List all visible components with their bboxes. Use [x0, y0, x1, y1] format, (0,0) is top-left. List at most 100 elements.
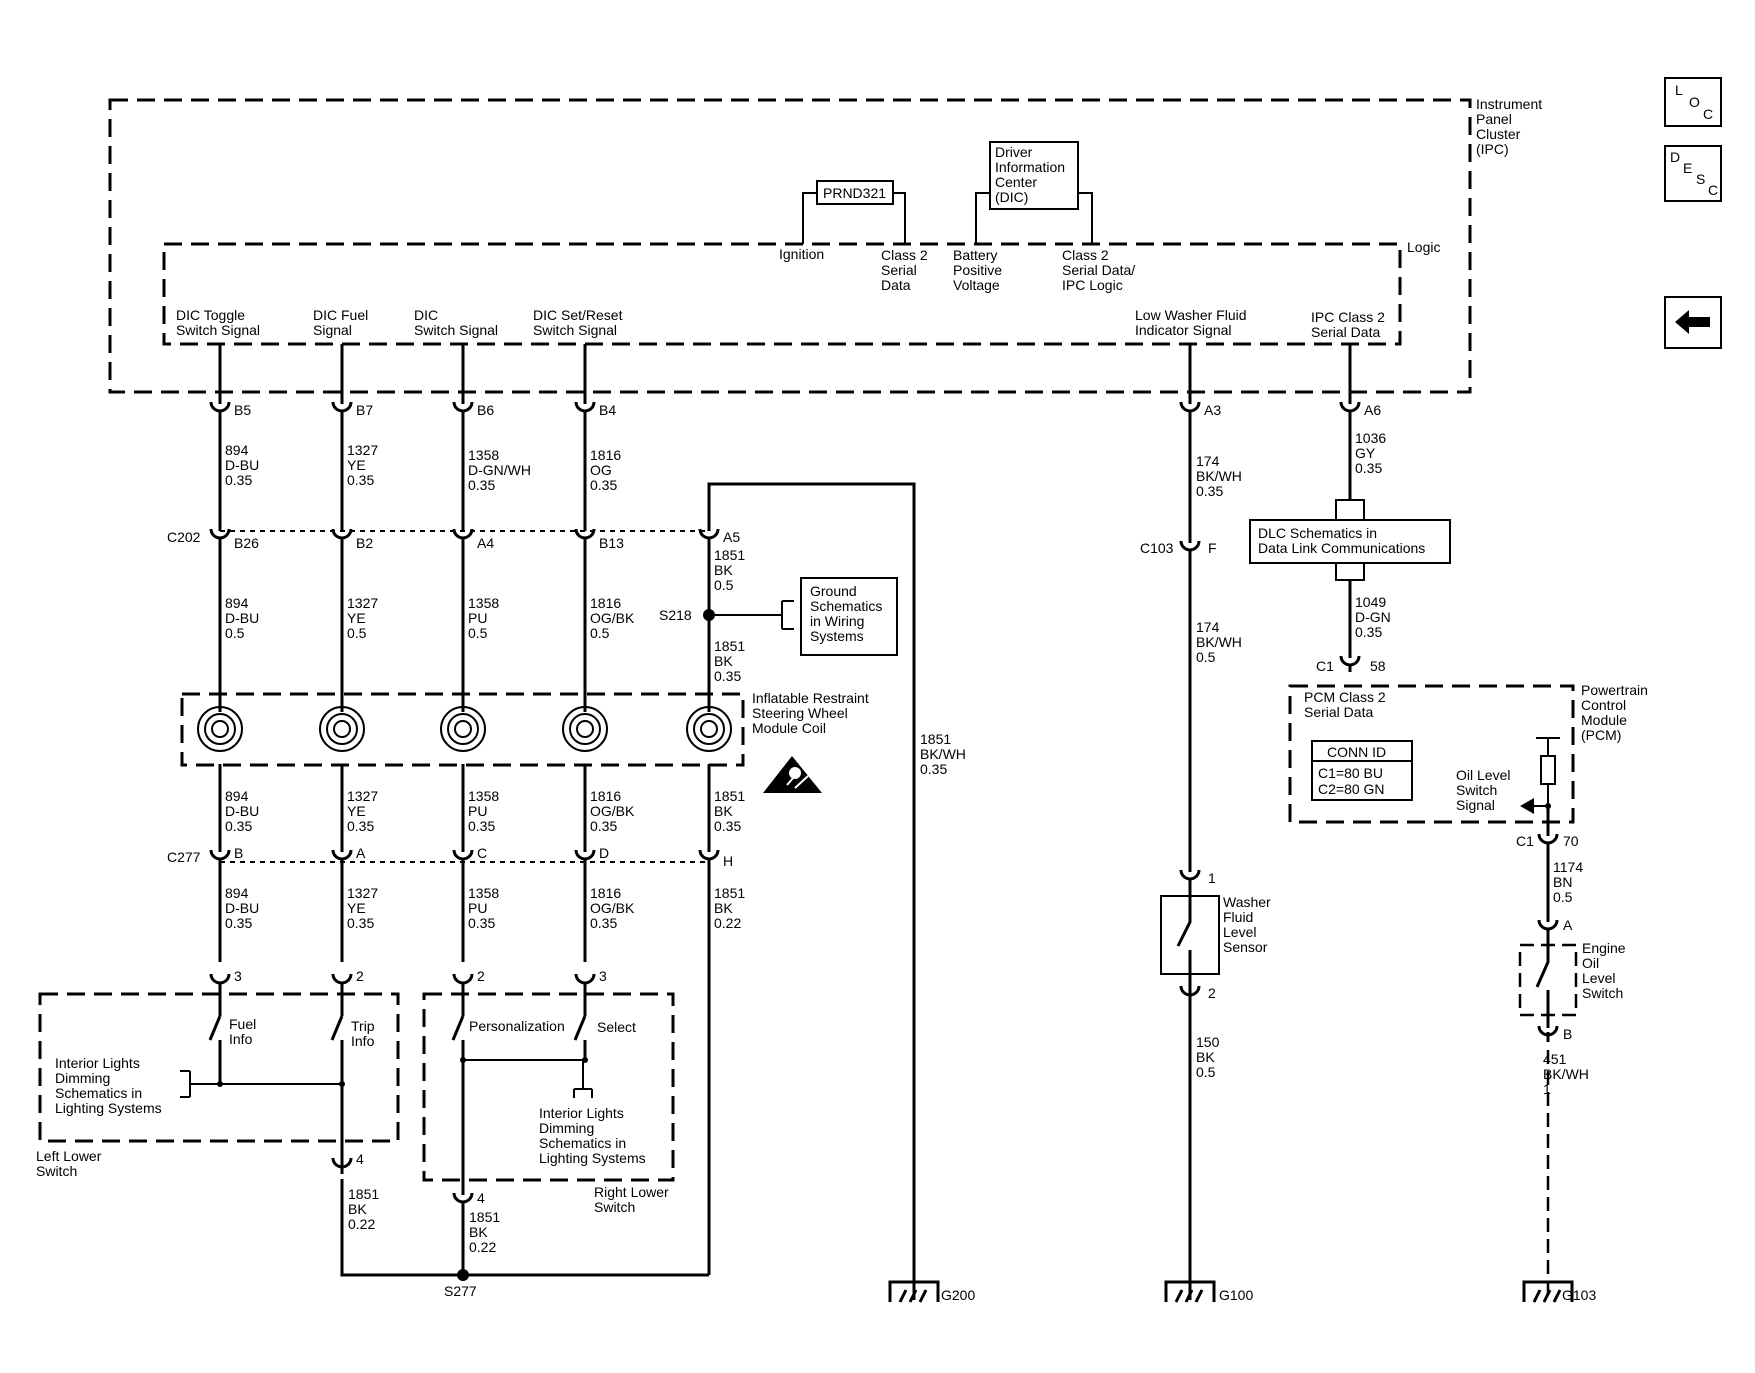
label-line: 1851	[714, 547, 745, 563]
connector-cup	[1179, 540, 1201, 557]
label-line: BK	[1196, 1049, 1215, 1065]
ground-bus	[340, 1179, 709, 1277]
label-line: BK/WH	[1543, 1066, 1589, 1082]
label-line: Interior Lights	[539, 1105, 624, 1121]
splice-dot	[582, 1057, 588, 1063]
label-line: Oil	[1582, 955, 1599, 971]
label-line: Info	[229, 1031, 253, 1047]
label-line: 1851	[920, 731, 951, 747]
back-button[interactable]	[1664, 296, 1722, 349]
label-line: Ground	[810, 583, 857, 599]
pin-label: B	[234, 845, 243, 861]
dlc-schematics-box[interactable]	[1249, 519, 1451, 564]
label-line: 0.35	[590, 818, 617, 834]
label-line: 0.5	[1553, 889, 1573, 905]
label-line: 0.35	[714, 818, 741, 834]
label-line: Low Washer Fluid	[1135, 307, 1247, 323]
label-line: DIC	[414, 307, 438, 323]
connector-cup	[574, 401, 596, 418]
label-line: Schematics	[810, 598, 882, 614]
label-line: Instrument	[1476, 96, 1542, 112]
conn-id-row: C2=80 GN	[1318, 781, 1385, 797]
pin-label: 70	[1563, 833, 1579, 849]
personalization-switch	[451, 990, 465, 1195]
label-line: Schematics in	[55, 1085, 142, 1101]
select-label: Select	[597, 1019, 636, 1035]
desc-letter: D	[1670, 149, 1680, 165]
loc-button[interactable]: L O C	[1664, 77, 1722, 127]
label-line: 1174	[1553, 859, 1583, 875]
dic-box	[989, 141, 1079, 210]
label-line: 1851	[714, 638, 745, 654]
pin-label: B7	[356, 402, 373, 418]
label-line: D-GN	[1355, 609, 1391, 625]
label-line: Module	[1581, 712, 1627, 728]
label-line: Voltage	[953, 277, 1000, 293]
label-line: D-GN/WH	[468, 462, 531, 478]
ignition-signal-label: Ignition	[779, 246, 824, 262]
label-line: 0.35	[714, 668, 741, 684]
coil-ring	[569, 713, 601, 745]
label-line: Schematics in	[539, 1135, 626, 1151]
desc-button[interactable]: D E S C	[1664, 145, 1722, 202]
pin-label: 2	[477, 968, 485, 984]
label-line: Switch	[1456, 782, 1497, 798]
label-line: Fluid	[1223, 909, 1253, 925]
pin-label: 4	[477, 1190, 485, 1206]
label-line: BN	[1553, 874, 1572, 890]
pin-label: A5	[723, 529, 740, 545]
connector-cup	[1537, 833, 1559, 850]
label-line: 0.5	[347, 625, 367, 641]
label-line: Data Link Communications	[1258, 540, 1425, 556]
label-line: 150	[1196, 1034, 1220, 1050]
label-line: Switch Signal	[533, 322, 617, 338]
ground-label: G100	[1219, 1287, 1253, 1303]
label-line: DLC Schematics in	[1258, 525, 1377, 541]
label-line: 0.5	[590, 625, 610, 641]
desc-letter: S	[1696, 171, 1705, 187]
pin-label: A	[1563, 917, 1573, 933]
label-line: Serial Data/	[1062, 262, 1135, 278]
pin-label: 58	[1370, 658, 1386, 674]
label-line: 1851	[714, 788, 745, 804]
label-line: PU	[468, 803, 487, 819]
label-line: 1	[1543, 1081, 1551, 1097]
label-line: Steering Wheel	[752, 705, 848, 721]
ground-schematics-box[interactable]	[800, 577, 898, 656]
connector-cup	[574, 849, 596, 866]
label-line: Ignition	[779, 246, 824, 262]
label-line: YE	[347, 457, 366, 473]
label-line: 0.35	[590, 915, 617, 931]
connector-cup	[452, 973, 474, 990]
label-line: Driver	[995, 144, 1033, 160]
label-line: Dimming	[539, 1120, 594, 1136]
right-dimming-bracket	[463, 1059, 593, 1098]
coil-ring	[204, 713, 236, 745]
label-line: 0.35	[347, 818, 374, 834]
splice-dot	[460, 1057, 466, 1063]
pin-label: 2	[356, 968, 364, 984]
label-line: 894	[225, 885, 249, 901]
conn-id-row: C1=80 BU	[1318, 765, 1383, 781]
ground-ref-bracket	[709, 600, 794, 630]
pin-label: B26	[234, 535, 259, 551]
prnd321-brackets	[802, 192, 906, 244]
label-line: 1358	[468, 447, 499, 463]
coil-ring	[700, 720, 718, 738]
